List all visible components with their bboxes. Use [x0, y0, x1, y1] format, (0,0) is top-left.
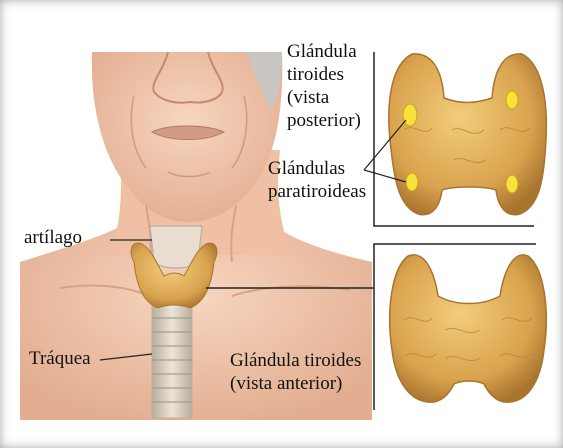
- parathyroid-upper-right: [506, 91, 518, 109]
- posterior-label-line2: tiroides: [287, 63, 361, 86]
- parathyroid-upper-left: [403, 104, 417, 126]
- posterior-view-panel: [364, 52, 546, 226]
- parathyroid-label-line2: paratiroideas: [268, 180, 366, 203]
- posterior-label-line3: (vista: [287, 86, 361, 109]
- anterior-view-label: Glándula tiroides (vista anterior): [230, 349, 361, 395]
- parathyroid-label: Glándulas paratiroideas: [268, 157, 366, 203]
- posterior-label-line4: posterior): [287, 109, 361, 132]
- cartilage-label: artílago: [24, 226, 82, 249]
- trachea-label: Tráquea: [29, 347, 91, 370]
- anterior-thyroid: [390, 255, 547, 402]
- posterior-view-label: Glándula tiroides (vista posterior): [287, 58, 361, 132]
- anterior-label-line1: Glándula tiroides: [230, 349, 361, 372]
- anterior-label-line2: (vista anterior): [230, 372, 361, 395]
- posterior-label-line1: Glándula: [287, 40, 361, 63]
- parathyroid-lower-right: [506, 175, 518, 193]
- parathyroid-label-line1: Glándulas: [268, 157, 366, 180]
- parathyroid-lower-left: [406, 173, 418, 191]
